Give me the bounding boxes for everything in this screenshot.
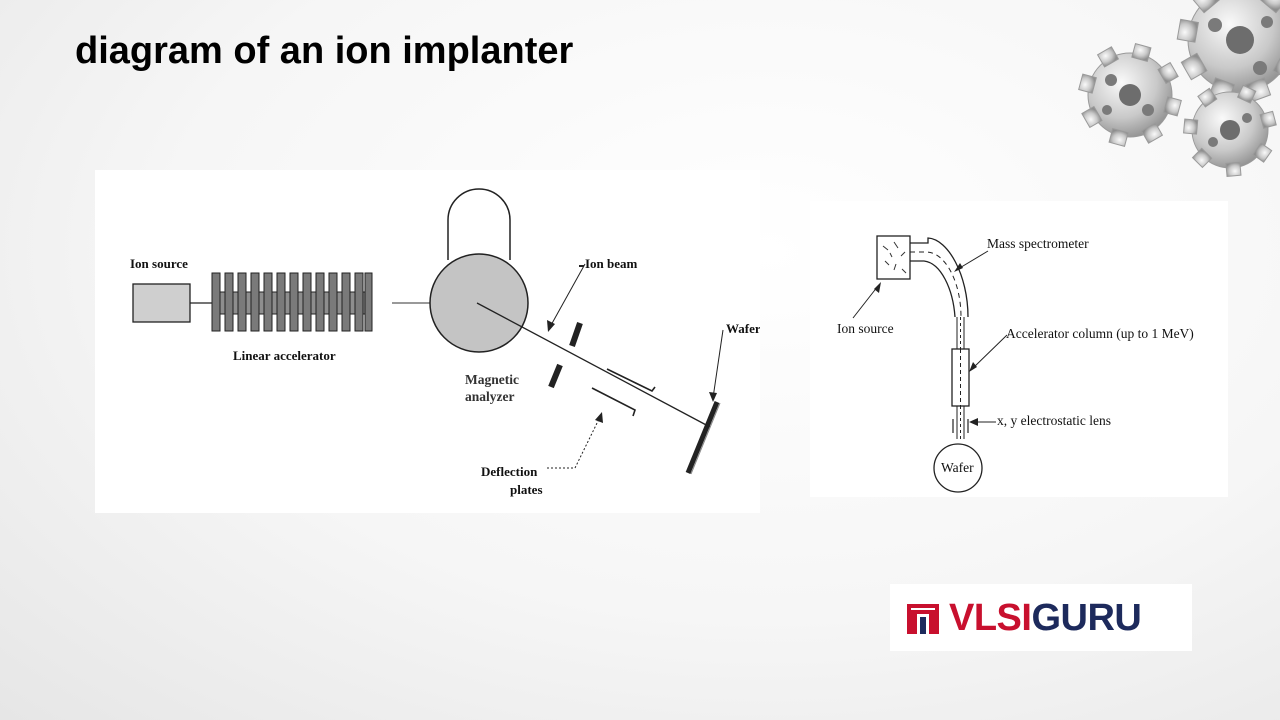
- ion-source-box: [132, 283, 191, 323]
- label-electrostatic-lens: x, y electrostatic lens: [997, 413, 1111, 428]
- label-magnetic-analyzer-1: Magnetic: [465, 372, 519, 387]
- logo-text-vlsi: VLSI: [949, 596, 1032, 639]
- linear-accelerator: [211, 272, 373, 332]
- label-deflection-2: plates: [510, 482, 543, 497]
- label-wafer-left: Wafer: [726, 321, 760, 336]
- label-magnetic-analyzer-2: analyzer: [465, 389, 515, 404]
- ion-source-chamber: [876, 235, 911, 280]
- vlsiguru-logo-text: VLSIGURU: [949, 596, 1142, 639]
- label-ion-source: Ion source: [130, 256, 188, 271]
- label-ion-beam: Ion beam: [585, 256, 638, 271]
- gears-icon: [1078, 0, 1280, 177]
- ion-implanter-diagram-right: Wafer Mass spectrometer Ion source Accel…: [810, 201, 1228, 497]
- logo-text-guru: GURU: [1031, 596, 1142, 639]
- slide-title: diagram of an ion implanter: [75, 30, 574, 72]
- ion-beam-path: [476, 302, 711, 428]
- deflection-plate-upper: [606, 368, 656, 393]
- vlsiguru-logo: VLSIGURU: [890, 584, 1192, 651]
- vlsiguru-logo-mark-icon: [907, 603, 939, 634]
- label-deflection-1: Deflection: [481, 464, 538, 479]
- mass-spectrometer-tube: [910, 237, 969, 318]
- ion-implanter-diagram-left: Ion source Linear accelerator: [95, 170, 760, 513]
- label-ion-source-right: Ion source: [837, 321, 894, 336]
- magnetic-analyzer: [429, 253, 529, 353]
- deflection-plate-lower: [591, 387, 636, 417]
- wafer-left: [685, 401, 720, 474]
- electrostatic-lens: [952, 419, 969, 433]
- label-mass-spectrometer: Mass spectrometer: [987, 236, 1089, 251]
- wafer-right: [933, 443, 983, 493]
- label-wafer-right: Wafer: [941, 460, 974, 475]
- label-accelerator-column: Accelerator column (up to 1 MeV): [1006, 326, 1194, 341]
- label-linear-accelerator: Linear accelerator: [233, 348, 336, 363]
